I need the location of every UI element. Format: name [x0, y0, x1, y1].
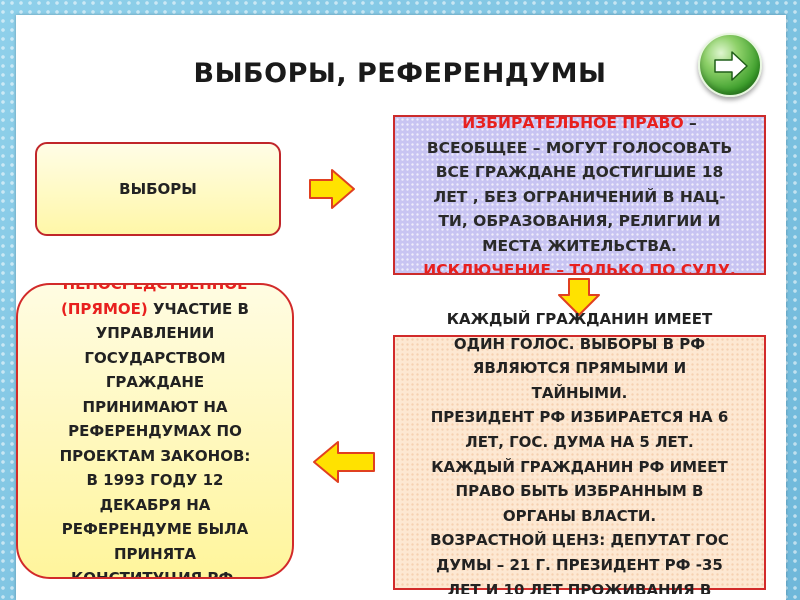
body-text: КАЖДЫЙ ГРАЖДАНИН ИМЕЕТ: [446, 310, 713, 328]
page-title: ВЫБОРЫ, РЕФЕРЕНДУМЫ: [193, 58, 607, 89]
body-text: ГОСУДАРСТВОМ: [84, 348, 226, 367]
highlighted-text: (ПРЯМОЕ): [61, 299, 148, 318]
body-text: УПРАВЛЕНИИ: [95, 324, 215, 342]
body-text: МЕСТА ЖИТЕЛЬСТВА.: [482, 236, 677, 255]
body-text: ЛЕТ, ГОС. ДУМА НА 5 ЛЕТ.: [465, 432, 694, 451]
body-text: УЧАСТИЕ В: [147, 299, 249, 318]
text-line: КОНСТИТУЦИЯ РФ.: [28, 566, 282, 579]
body-text: В 1993 ГОДУ 12: [86, 471, 224, 489]
suffrage-box: ИЗБИРАТЕЛЬНОЕ ПРАВО – ВСЕОБЩЕЕ – МОГУТ ГО…: [393, 115, 766, 275]
body-text: ДЕКАБРЯ НА: [99, 495, 211, 514]
highlighted-text: ИСКЛЮЧЕНИЕ – ТОЛЬКО ПО СУДУ.: [423, 261, 736, 275]
text-line: ТАЙНЫМИ.: [393, 381, 766, 406]
text-line: ЛЕТ И 10 ЛЕТ ПРОЖИВАНИЯ В: [393, 578, 766, 594]
body-text: ГРАЖДАНЕ: [105, 373, 205, 391]
body-text: ПРИНЯТА: [113, 544, 197, 563]
text-line: ПРАВО БЫТЬ ИЗБРАННЫМ В: [393, 479, 766, 504]
text-line: РЕФЕРЕНДУМЕ БЫЛА: [28, 517, 282, 542]
body-text: ЛЕТ И 10 ЛЕТ ПРОЖИВАНИЯ В: [447, 580, 712, 594]
text-line: ВОЗРАСТНОЙ ЦЕНЗ: ДЕПУТАТ ГОС: [393, 528, 766, 553]
text-line: ГОСУДАРСТВОМ: [28, 346, 282, 371]
highlighted-text: ИЗБИРАТЕЛЬНОЕ ПРАВО: [462, 115, 684, 132]
text-line: ЛЕТ, ГОС. ДУМА НА 5 ЛЕТ.: [393, 430, 766, 455]
text-line: ВСЕОБЩЕЕ – МОГУТ ГОЛОСОВАТЬ: [401, 136, 758, 161]
voting-rules-box: [393, 335, 766, 590]
highlighted-text: НЕПОСРЕДСТВЕННОЕ: [62, 283, 248, 293]
text-line: ДЕКАБРЯ НА: [28, 493, 282, 518]
body-text: ПРЕЗИДЕНТ РФ ИЗБИРАЕТСЯ НА 6: [430, 408, 729, 427]
text-line: ОДИН ГОЛОС. ВЫБОРЫ В РФ: [393, 332, 766, 357]
text-line: В 1993 ГОДУ 12: [28, 468, 282, 493]
voting-rules-text-clip: КАЖДЫЙ ГРАЖДАНИН ИМЕЕТ ОДИН ГОЛОС. ВЫБОРЫ…: [393, 305, 766, 594]
text-line: РЕФЕРЕНДУМАХ ПО: [28, 419, 282, 444]
text-line: КАЖДЫЙ ГРАЖДАНИН РФ ИМЕЕТ: [393, 455, 766, 480]
text-line: ПРОЕКТАМ ЗАКОНОВ:: [28, 444, 282, 469]
body-text: ПРИНИМАЮТ НА: [82, 397, 228, 416]
text-line: ПРИНИМАЮТ НА: [28, 395, 282, 420]
body-text: РЕФЕРЕНДУМЕ БЫЛА: [61, 520, 249, 538]
body-text: ОДИН ГОЛОС. ВЫБОРЫ В РФ: [453, 334, 706, 353]
body-text: ОРГАНЫ ВЛАСТИ.: [502, 506, 657, 525]
text-line: (ПРЯМОЕ) УЧАСТИЕ В: [28, 297, 282, 322]
text-line: КАЖДЫЙ ГРАЖДАНИН ИМЕЕТ: [393, 307, 766, 332]
text-line: ОРГАНЫ ВЛАСТИ.: [393, 504, 766, 529]
body-text: ЛЕТ , БЕЗ ОГРАНИЧЕНИЙ В НАЦ-: [433, 187, 726, 206]
text-line: НЕПОСРЕДСТВЕННОЕ: [28, 283, 282, 297]
voting-rules-text: КАЖДЫЙ ГРАЖДАНИН ИМЕЕТ ОДИН ГОЛОС. ВЫБОРЫ…: [393, 307, 766, 594]
suffrage-text: ИЗБИРАТЕЛЬНОЕ ПРАВО – ВСЕОБЩЕЕ – МОГУТ ГО…: [395, 115, 764, 275]
text-line: УПРАВЛЕНИИ: [28, 321, 282, 346]
referendum-box: НЕПОСРЕДСТВЕННОЕ (ПРЯМОЕ) УЧАСТИЕ В УПРАВЛ…: [16, 283, 294, 579]
arrow-left-icon: [313, 441, 375, 483]
text-line: ДУМЫ – 21 Г. ПРЕЗИДЕНТ РФ -35: [393, 553, 766, 578]
text-line: ТИ, ОБРАЗОВАНИЯ, РЕЛИГИИ И: [401, 209, 758, 234]
body-text: ВСЕ ГРАЖДАНЕ ДОСТИГШИЕ 18: [435, 163, 724, 181]
body-text: ТИ, ОБРАЗОВАНИЯ, РЕЛИГИИ И: [438, 212, 721, 230]
text-line: ПРИНЯТА: [28, 542, 282, 567]
right-arrow-icon: [714, 51, 748, 81]
body-text: ДУМЫ – 21 Г. ПРЕЗИДЕНТ РФ -35: [436, 555, 723, 574]
text-line: ЯВЛЯЮТСЯ ПРЯМЫМИ И: [393, 356, 766, 381]
body-text: ТАЙНЫМИ.: [531, 383, 628, 402]
elections-box: ВЫБОРЫ: [35, 142, 281, 236]
body-text: ВОЗРАСТНОЙ ЦЕНЗ: ДЕПУТАТ ГОС: [430, 531, 729, 550]
text-line: ИСКЛЮЧЕНИЕ – ТОЛЬКО ПО СУДУ.: [401, 258, 758, 275]
next-slide-button[interactable]: [698, 33, 762, 97]
text-line: ИЗБИРАТЕЛЬНОЕ ПРАВО –: [401, 115, 758, 136]
body-text: КОНСТИТУЦИЯ РФ.: [71, 569, 239, 579]
elections-label: ВЫБОРЫ: [119, 180, 197, 198]
text-line: ВСЕ ГРАЖДАНЕ ДОСТИГШИЕ 18: [401, 160, 758, 185]
body-text: КАЖДЫЙ ГРАЖДАНИН РФ ИМЕЕТ: [431, 457, 728, 476]
body-text: ПРОЕКТАМ ЗАКОНОВ:: [59, 446, 251, 465]
body-text: ВСЕОБЩЕЕ – МОГУТ ГОЛОСОВАТЬ: [426, 138, 733, 157]
referendum-text: НЕПОСРЕДСТВЕННОЕ (ПРЯМОЕ) УЧАСТИЕ В УПРАВЛ…: [18, 283, 292, 579]
body-text: ЯВЛЯЮТСЯ ПРЯМЫМИ И: [472, 359, 687, 378]
body-text: ПРАВО БЫТЬ ИЗБРАННЫМ В: [455, 482, 704, 501]
body-text: –: [683, 115, 697, 132]
text-line: ЛЕТ , БЕЗ ОГРАНИЧЕНИЙ В НАЦ-: [401, 185, 758, 210]
text-line: ГРАЖДАНЕ: [28, 370, 282, 395]
text-line: МЕСТА ЖИТЕЛЬСТВА.: [401, 234, 758, 259]
body-text: РЕФЕРЕНДУМАХ ПО: [68, 422, 242, 440]
arrow-down-icon: [558, 278, 600, 316]
arrow-right-icon: [309, 169, 355, 209]
text-line: ПРЕЗИДЕНТ РФ ИЗБИРАЕТСЯ НА 6: [393, 405, 766, 430]
